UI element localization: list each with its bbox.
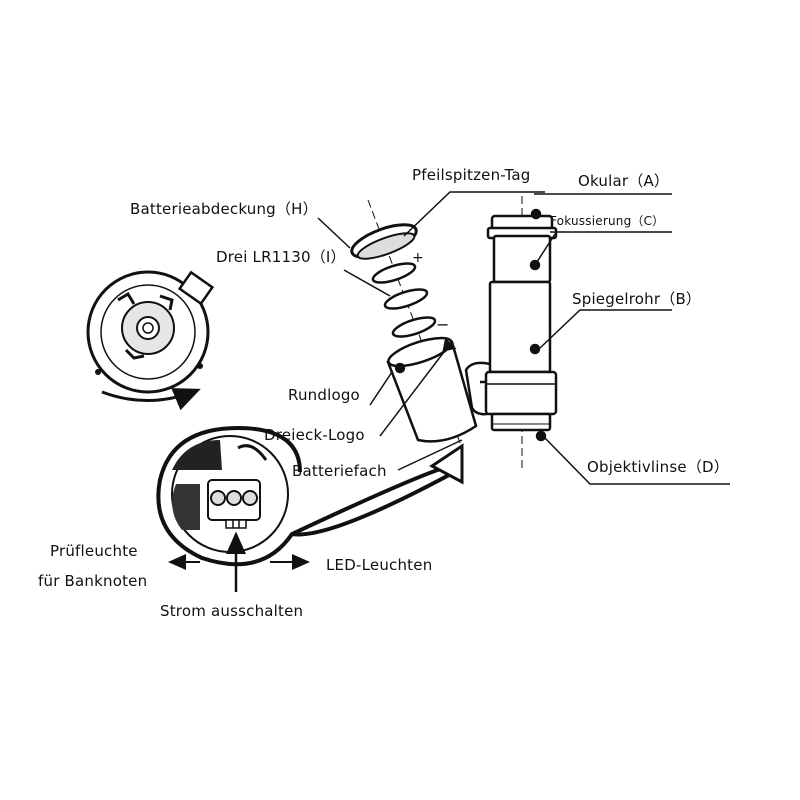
leader-batteriefach bbox=[397, 439, 463, 471]
label-batteriefach: Batteriefach bbox=[292, 462, 387, 480]
leader-dreieck bbox=[379, 343, 451, 437]
leader-spiegelrohr bbox=[539, 309, 672, 349]
switch-detail-bubble bbox=[156, 425, 464, 567]
minus-sign: − bbox=[436, 315, 449, 334]
label-pruefleuchte-line2: für Banknoten bbox=[38, 572, 148, 590]
leader-drei-lr bbox=[343, 269, 391, 297]
label-dreieck-logo: Dreieck-Logo bbox=[264, 426, 365, 444]
label-okular: Okular（A） bbox=[578, 172, 670, 190]
battery-exploded-view bbox=[350, 199, 463, 449]
label-drei-lr1130: Drei LR1130（I） bbox=[216, 248, 346, 266]
leader-rundlogo bbox=[369, 371, 393, 406]
label-strom-ausschalten: Strom ausschalten bbox=[160, 602, 304, 620]
label-batterieabdeckung: Batterieabdeckung（H） bbox=[130, 200, 318, 218]
microscope-tube bbox=[484, 196, 558, 470]
label-objektivlinse: Objektivlinse（D） bbox=[587, 458, 729, 476]
cover-detail-view bbox=[86, 270, 215, 411]
battery-compartment bbox=[386, 336, 478, 443]
label-spiegelrohr: Spiegelrohr（B） bbox=[572, 290, 702, 308]
label-pruefleuchte-line1: Prüfleuchte bbox=[50, 542, 138, 560]
leader-objektivlinse bbox=[542, 435, 730, 485]
label-led-leuchten: LED-Leuchten bbox=[326, 556, 433, 574]
leader-batterieabdeckung bbox=[317, 217, 351, 249]
direction-arrows bbox=[168, 531, 310, 592]
leader-fokussierung-2 bbox=[534, 233, 556, 266]
leader-pfeilspitzen bbox=[403, 191, 545, 237]
plus-sign: + bbox=[412, 250, 424, 266]
leader-lines bbox=[317, 191, 730, 485]
label-fokussierung: Fokussierung（C） bbox=[550, 214, 665, 228]
label-pfeilspitzen-tag: Pfeilspitzen-Tag bbox=[412, 166, 531, 184]
label-rundlogo: Rundlogo bbox=[288, 386, 360, 404]
